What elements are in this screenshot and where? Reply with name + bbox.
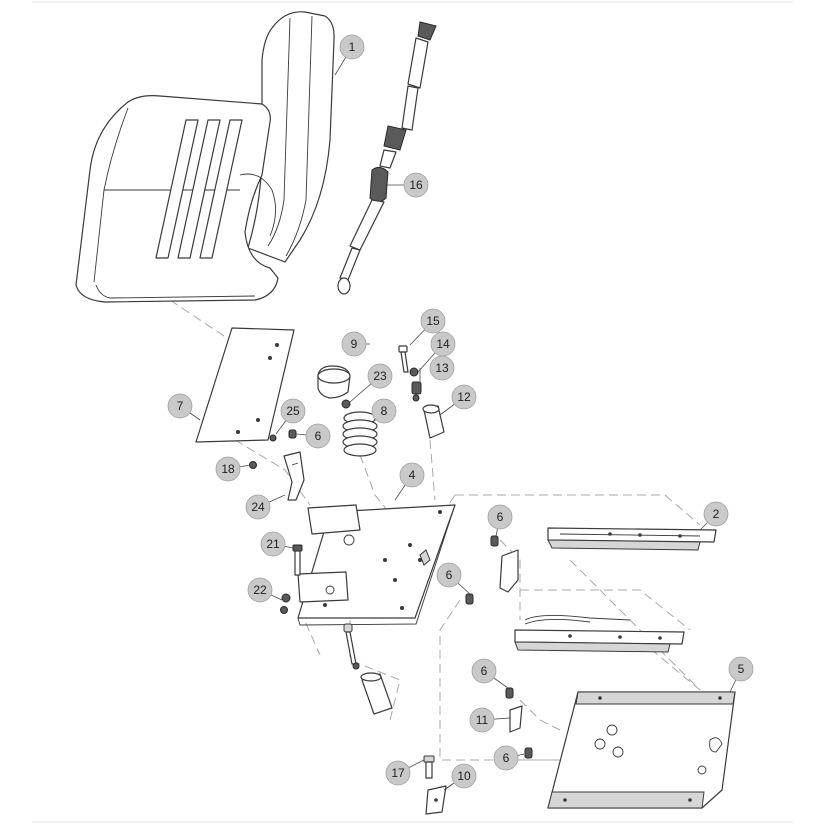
callout-label: 22 [253, 583, 267, 597]
callout-label: 8 [381, 404, 388, 418]
callout-label: 11 [476, 713, 489, 727]
callout-11: 11 [469, 707, 495, 733]
callout-15: 15 [420, 308, 446, 334]
callout-label: 16 [409, 178, 423, 192]
callout-label: 24 [251, 500, 265, 514]
slide-rail-lower [514, 614, 685, 653]
callout-label: 12 [457, 390, 471, 404]
callout-6a: 6 [305, 423, 331, 449]
callout-label: 13 [435, 361, 449, 375]
callout-25: 25 [280, 398, 306, 424]
callout-label: 2 [713, 507, 720, 521]
seat-belt [337, 21, 437, 295]
callout-label: 6 [481, 664, 488, 678]
callout-label: 6 [446, 568, 453, 582]
callout-24: 24 [245, 494, 271, 520]
callout-4: 4 [399, 462, 425, 488]
callout-23: 23 [367, 363, 393, 389]
pin-and-bushing [343, 623, 393, 715]
bolt-6c [465, 593, 474, 605]
callout-13: 13 [429, 355, 455, 381]
callout-label: 25 [286, 404, 300, 418]
callout-label: 17 [391, 766, 405, 780]
bolt-17 [423, 755, 435, 779]
callout-label: 23 [373, 369, 387, 383]
bolt-stack [398, 345, 422, 402]
bolt-6d [505, 687, 514, 699]
nut-23 [341, 399, 351, 409]
callout-6b: 6 [487, 504, 513, 530]
bolt-22 [280, 593, 291, 614]
callout-17: 17 [385, 760, 411, 786]
callout-label: 6 [503, 751, 510, 765]
callout-18: 18 [215, 456, 241, 482]
base-plate-4 [297, 504, 456, 626]
callout-label: 4 [409, 468, 416, 482]
bracket-11 [509, 705, 523, 733]
callout-16: 16 [403, 172, 429, 198]
callout-12: 12 [451, 384, 477, 410]
callout-7: 7 [167, 393, 193, 419]
callout-6c: 6 [436, 562, 462, 588]
callout-6d: 6 [471, 658, 497, 684]
callout-label: 1 [349, 40, 356, 54]
callout-9: 9 [341, 331, 367, 357]
callout-8: 8 [371, 398, 397, 424]
bolt-6e [524, 747, 533, 759]
spring [342, 411, 378, 457]
slide-rail-upper [547, 527, 717, 551]
bolt-21 [292, 544, 303, 576]
callout-21: 21 [260, 531, 286, 557]
callout-label: 21 [266, 537, 280, 551]
bracket-10 [425, 785, 447, 815]
callout-10: 10 [451, 763, 477, 789]
callout-label: 9 [351, 337, 358, 351]
bracket-24 [283, 451, 305, 501]
callout-label: 10 [457, 769, 471, 783]
callout-2: 2 [703, 501, 729, 527]
nut-18 [249, 461, 257, 469]
callout-label: 15 [426, 314, 440, 328]
callout-label: 7 [177, 399, 184, 413]
callout-1: 1 [339, 34, 365, 60]
callout-label: 5 [738, 662, 745, 676]
callout-14: 14 [430, 331, 456, 357]
bushing-12 [422, 404, 445, 439]
callout-label: 6 [497, 510, 504, 524]
callout-6e: 6 [493, 745, 519, 771]
callout-label: 14 [436, 337, 450, 351]
callout-5: 5 [728, 656, 754, 682]
callout-label: 18 [221, 462, 235, 476]
base-plate-5 [547, 691, 736, 809]
bracket-6-right [490, 535, 519, 593]
mounting-plate [195, 327, 295, 443]
bolt-6a [288, 429, 297, 439]
callout-22: 22 [247, 577, 273, 603]
cap [317, 365, 351, 399]
callout-label: 6 [315, 429, 322, 443]
seat-cushion-and-backrest [75, 11, 335, 303]
bolt-25 [269, 434, 277, 442]
